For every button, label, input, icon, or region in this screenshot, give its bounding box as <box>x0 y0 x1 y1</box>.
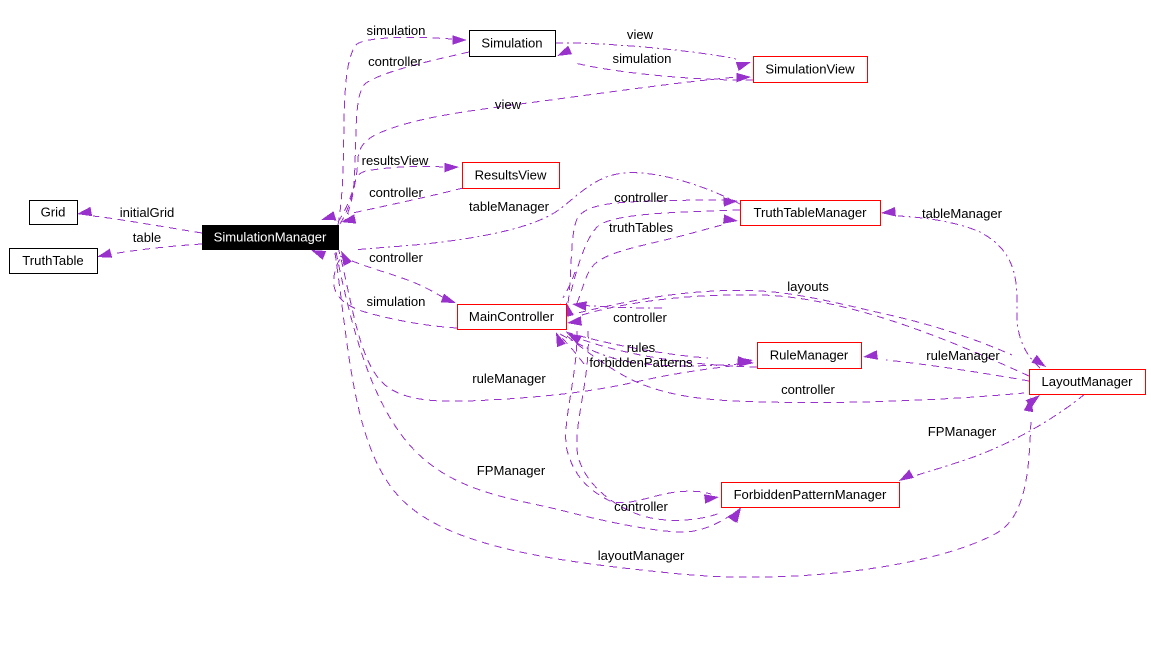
svg-text:controller: controller <box>614 190 668 205</box>
svg-text:controller: controller <box>781 382 835 397</box>
svg-text:resultsView: resultsView <box>362 153 429 168</box>
svg-text:table: table <box>133 230 161 245</box>
svg-text:FPManager: FPManager <box>477 463 546 478</box>
svg-text:RuleManager: RuleManager <box>770 348 849 363</box>
svg-text:tableManager: tableManager <box>922 206 1003 221</box>
svg-text:layoutManager: layoutManager <box>598 548 685 563</box>
svg-text:FPManager: FPManager <box>928 424 997 439</box>
svg-text:ruleManager: ruleManager <box>472 371 546 386</box>
svg-text:truthTables: truthTables <box>609 220 674 235</box>
svg-text:tableManager: tableManager <box>469 199 550 214</box>
svg-text:TruthTableManager: TruthTableManager <box>753 205 867 220</box>
svg-text:controller: controller <box>613 310 667 325</box>
svg-text:controller: controller <box>369 185 423 200</box>
svg-text:layouts: layouts <box>787 279 829 294</box>
svg-text:Simulation: Simulation <box>481 36 542 51</box>
svg-text:SimulationManager: SimulationManager <box>214 230 327 245</box>
svg-text:simulation: simulation <box>367 23 426 38</box>
svg-text:ResultsView: ResultsView <box>475 168 547 183</box>
svg-text:simulation: simulation <box>613 51 672 66</box>
svg-text:ForbiddenPatternManager: ForbiddenPatternManager <box>734 487 887 502</box>
svg-text:forbiddenPatterns: forbiddenPatterns <box>589 355 693 370</box>
svg-text:ruleManager: ruleManager <box>926 348 1000 363</box>
svg-text:controller: controller <box>368 54 422 69</box>
svg-text:Grid: Grid <box>41 205 66 220</box>
svg-text:controller: controller <box>614 499 668 514</box>
svg-text:LayoutManager: LayoutManager <box>1042 374 1134 389</box>
svg-text:controller: controller <box>369 250 423 265</box>
svg-text:view: view <box>495 97 522 112</box>
svg-text:view: view <box>627 27 654 42</box>
svg-text:rules: rules <box>627 340 656 355</box>
svg-text:simulation: simulation <box>367 294 426 309</box>
svg-text:initialGrid: initialGrid <box>120 205 175 220</box>
svg-text:SimulationView: SimulationView <box>765 62 855 77</box>
svg-text:TruthTable: TruthTable <box>22 253 83 268</box>
svg-text:MainController: MainController <box>469 309 555 324</box>
